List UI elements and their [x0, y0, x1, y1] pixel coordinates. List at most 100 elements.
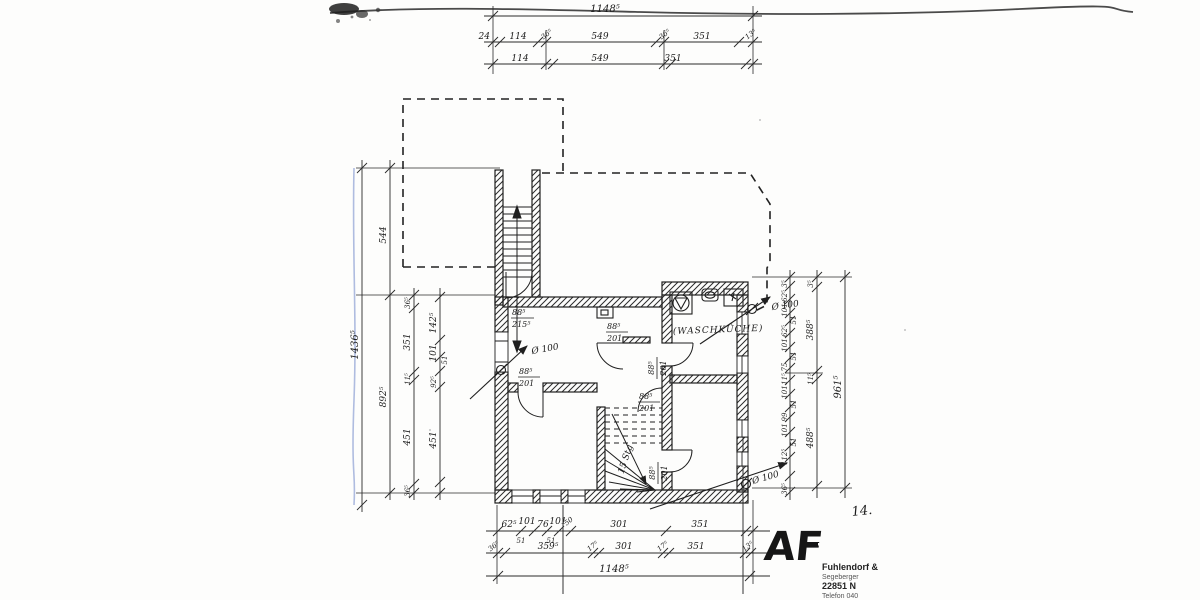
door-size-top: 88⁵: [648, 466, 657, 480]
dim-label: 3⁵: [807, 280, 815, 287]
dim-label: 101: [549, 517, 566, 527]
titleblock-line: Telefon 040: [822, 593, 858, 600]
door-room-bottom-left: [517, 391, 544, 418]
door-size-top: 88⁵: [519, 367, 533, 376]
walls: [494, 169, 749, 504]
pipe-symbol: [740, 478, 752, 490]
dim-label: 62⁵: [781, 290, 789, 302]
dashed-rect-left: [402, 98, 564, 267]
dim-label: 62⁵: [501, 520, 516, 530]
fixtures: [596, 288, 744, 319]
door-size-bottom: 201: [638, 404, 654, 413]
dimension-block-top: [484, 6, 762, 74]
dim-label: 101: [518, 517, 535, 527]
sink-icon: [701, 288, 719, 302]
dim-label: 17⁵: [586, 540, 600, 554]
dim-label: 36⁵: [540, 28, 554, 42]
door-size-top: 88⁵: [607, 322, 621, 331]
page-number: 14.: [851, 503, 873, 520]
dim-label: 1148⁵: [599, 564, 628, 575]
dim-label: 101: [781, 385, 789, 398]
dim-label: 351: [664, 54, 681, 64]
pipe-symbol: [746, 303, 758, 315]
door-size-label: 88⁵ 201: [638, 392, 660, 413]
dim-label: 549: [591, 32, 608, 42]
dim-label: 351: [687, 542, 704, 552]
door-size-bottom: 201: [659, 360, 668, 376]
door-size-label: 88⁵ 201: [648, 462, 669, 484]
door-size-top: 88⁵: [647, 361, 656, 375]
bottom-wall-seg: [494, 489, 513, 504]
door-size-label: 88⁵ 215⁵: [511, 308, 534, 329]
door-hall-to-stairs: [637, 387, 663, 413]
window-bottom: [539, 489, 562, 504]
window-right: [736, 451, 749, 467]
closet-stub-wall: [622, 336, 651, 344]
dimension-block-right: [752, 270, 852, 500]
titleblock: AF Fuhlendorf & Segeberger 22851 N Telef…: [762, 524, 892, 600]
dim-label: 51: [517, 537, 526, 545]
pipe-label: Ø 100: [750, 469, 781, 487]
logo-slit: [818, 543, 892, 546]
pipe-arrow-waschkueche: [699, 296, 771, 345]
door-size-bottom: 201: [518, 379, 534, 388]
scan-artifacts: [329, 3, 1134, 506]
waschkueche-south-wall: [669, 374, 738, 384]
dim-label: 351: [693, 32, 710, 42]
dim-label: 301: [610, 520, 627, 530]
washing-machine-icon: [669, 291, 693, 315]
door-size-label: 88⁵ 201: [606, 322, 628, 343]
dim-label: 101: [429, 344, 439, 361]
stair-tower-left-wall: [494, 169, 504, 306]
dim-label: 3⁵: [781, 280, 789, 287]
bottom-wall-seg: [560, 489, 569, 504]
door-size-label: 88⁵ 201: [518, 367, 540, 388]
hall-south-wall-seg: [542, 382, 598, 393]
dim-label: 51: [790, 438, 798, 447]
titleblock-line: Segeberger: [822, 574, 859, 581]
dim-label: 17⁵: [656, 540, 670, 554]
dim-label: 51: [790, 400, 798, 409]
right-wall-seg: [736, 333, 749, 357]
windows: [494, 311, 749, 504]
room-label-waschkueche: (WASCHKÜCHE): [673, 322, 764, 337]
dim-label: 62⁵: [781, 325, 789, 337]
dim-label: 11⁵: [781, 373, 789, 385]
dimension-block-left: [356, 160, 500, 512]
waschkueche-left-wall-lower: [661, 471, 673, 491]
interior-top-wall: [502, 296, 663, 308]
door-waschkueche: [669, 342, 694, 367]
blue-pen-line: [352, 167, 356, 506]
dim-label: 1148⁵: [590, 4, 619, 15]
dim-label: 451: [429, 431, 439, 449]
dim-label: 51: [441, 356, 449, 365]
pipe-arrow-bottom-right: [649, 462, 789, 510]
hall-south-wall-seg: [507, 382, 519, 393]
dim-label: 51: [547, 537, 556, 545]
dim-label: 101: [781, 338, 789, 351]
right-wall-seg: [736, 372, 749, 421]
bottom-wall-seg: [584, 489, 749, 504]
door-closet: [596, 342, 624, 370]
pipe-annotations: [469, 296, 789, 510]
dim-label: 51: [790, 316, 798, 325]
dim-label: 101: [781, 423, 789, 436]
left-wall-lower: [494, 371, 509, 491]
dim-label: 36⁵: [781, 483, 789, 495]
dim-label: 76: [537, 520, 549, 530]
dim-label: 36⁵: [404, 297, 412, 309]
dim-label: 11⁵: [807, 373, 815, 385]
dim-label: 114: [511, 54, 528, 64]
drain-icon: [596, 306, 614, 319]
dim-label: 359⁵: [538, 542, 559, 552]
dim-label: 114: [509, 32, 526, 42]
window-bottom: [511, 489, 534, 504]
dim-label: 24: [478, 32, 491, 42]
dim-label: 892⁵: [379, 386, 389, 407]
dimension-labels-right: 3⁵ 62⁵ 101 51 62⁵ 101 51 75 11⁵ 101 51 9…: [781, 280, 844, 495]
titleblock-line: 22851 N: [822, 581, 856, 591]
doors: [505, 271, 694, 473]
winder-stair-wall: [596, 406, 606, 491]
